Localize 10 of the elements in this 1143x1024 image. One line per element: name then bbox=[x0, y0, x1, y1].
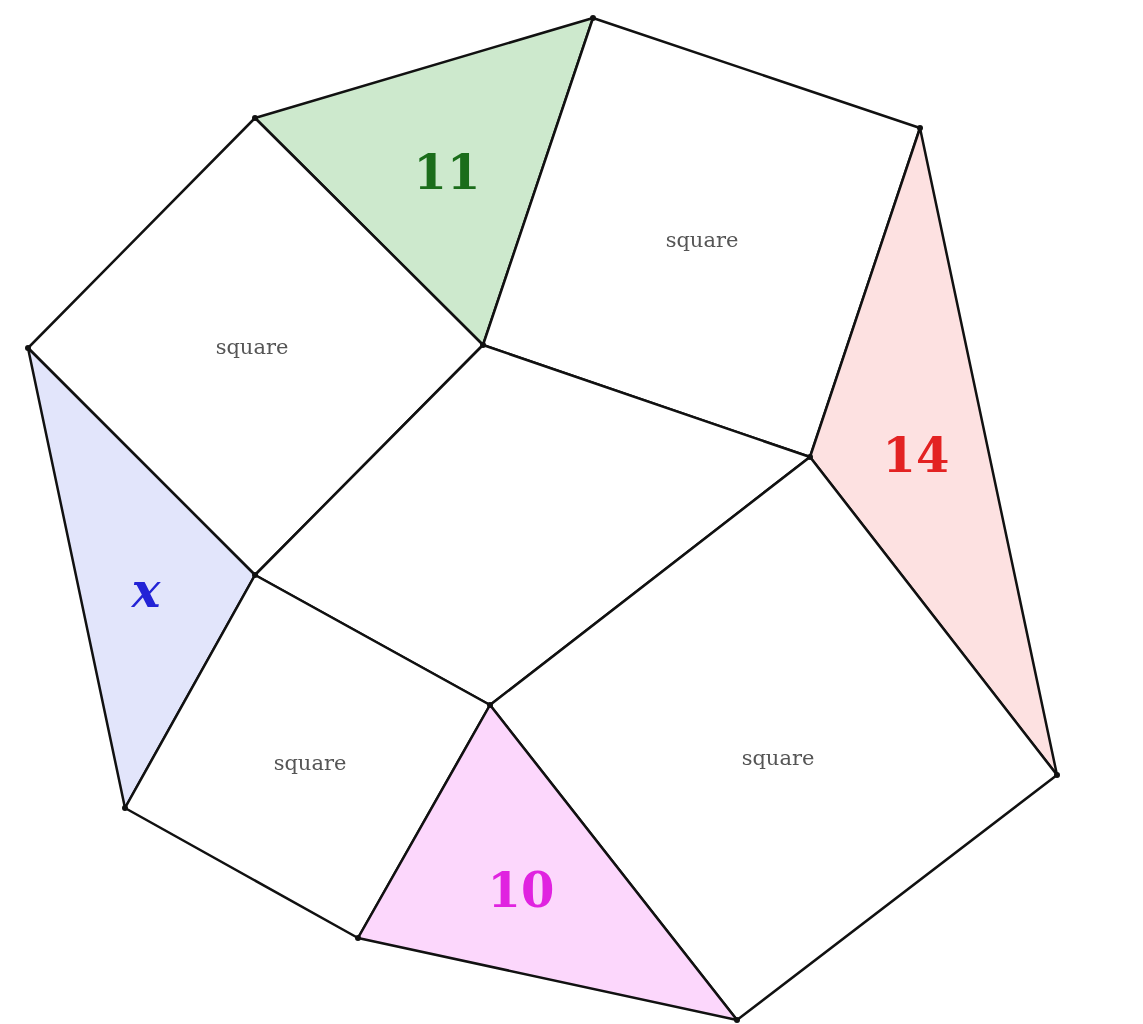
value-label: 10 bbox=[487, 862, 555, 918]
shape-label: square bbox=[273, 751, 347, 775]
value-label: x bbox=[131, 562, 161, 618]
shape-label: square bbox=[215, 335, 289, 359]
value-label: 14 bbox=[882, 427, 950, 483]
value-label: 11 bbox=[413, 144, 481, 200]
shape-label: square bbox=[741, 746, 815, 770]
triangle bbox=[255, 18, 593, 345]
shape-label: square bbox=[665, 228, 739, 252]
triangle bbox=[358, 705, 737, 1020]
